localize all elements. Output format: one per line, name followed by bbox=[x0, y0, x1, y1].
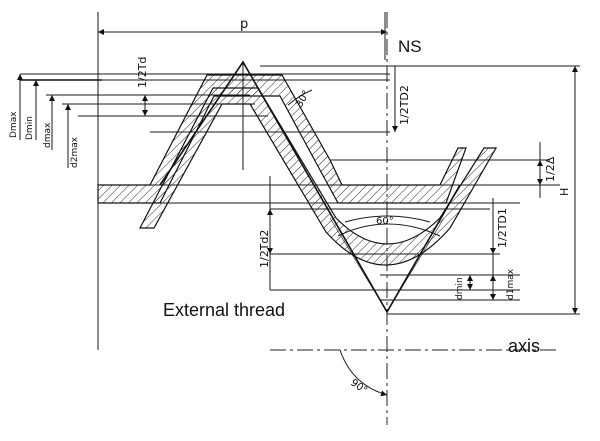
label-half-tol-D2: 1/2TD2 bbox=[398, 85, 411, 125]
label-half-delta: 1/2Δ bbox=[544, 156, 557, 182]
label-d-min: dmin bbox=[455, 277, 465, 300]
label-d2-max: d2max bbox=[70, 136, 80, 168]
label-external-thread: External thread bbox=[163, 300, 285, 320]
label-height: H bbox=[558, 188, 571, 196]
external-thread-band bbox=[139, 87, 498, 266]
label-angle-90: 90° bbox=[348, 377, 369, 396]
label-d-max: dmax bbox=[43, 122, 53, 148]
root-arc bbox=[337, 223, 441, 237]
label-angle-60: 60° bbox=[376, 216, 394, 227]
label-angle-30: 30° bbox=[294, 89, 312, 110]
label-half-tol-d2: 1/2Td2 bbox=[258, 230, 271, 268]
label-half-tol-D1: 1/2TD1 bbox=[496, 208, 509, 248]
label-D-max: Dmax bbox=[9, 111, 19, 138]
label-standard: NS bbox=[398, 37, 422, 56]
label-pitch: p bbox=[240, 17, 248, 32]
label-half-tol-d: 1/2Td bbox=[136, 57, 149, 88]
dimension-arrows bbox=[17, 66, 578, 397]
label-d1-max: d1max bbox=[506, 268, 516, 300]
label-axis: axis bbox=[508, 336, 540, 356]
label-D-min: Dmin bbox=[25, 116, 35, 140]
